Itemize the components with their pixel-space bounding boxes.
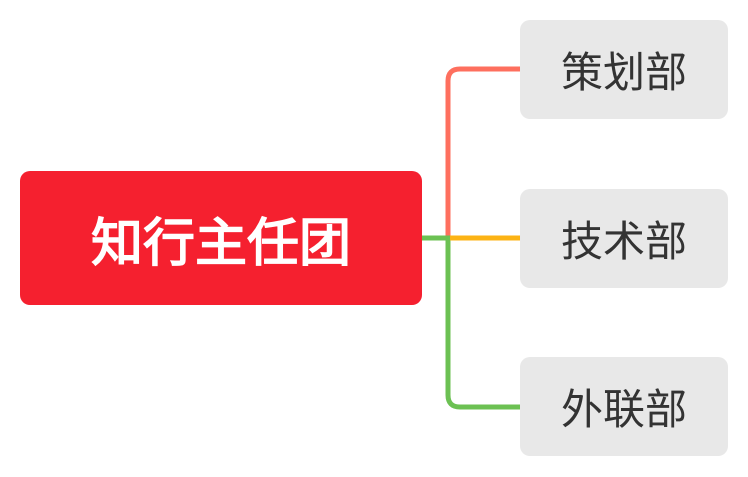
child-node-label: 技术部: [560, 217, 687, 266]
child-node-label: 外联部: [560, 385, 687, 434]
root-node[interactable]: 知行主任团: [20, 171, 422, 305]
child-node-planning[interactable]: 策划部: [520, 20, 728, 119]
child-node-liaison[interactable]: 外联部: [520, 357, 728, 456]
root-node-label: 知行主任团: [90, 213, 351, 274]
child-node-label: 策划部: [560, 48, 687, 97]
connector-line-liaison: [422, 235, 520, 410]
connector-line-planning: [445, 66, 520, 238]
child-node-tech[interactable]: 技术部: [520, 189, 728, 288]
